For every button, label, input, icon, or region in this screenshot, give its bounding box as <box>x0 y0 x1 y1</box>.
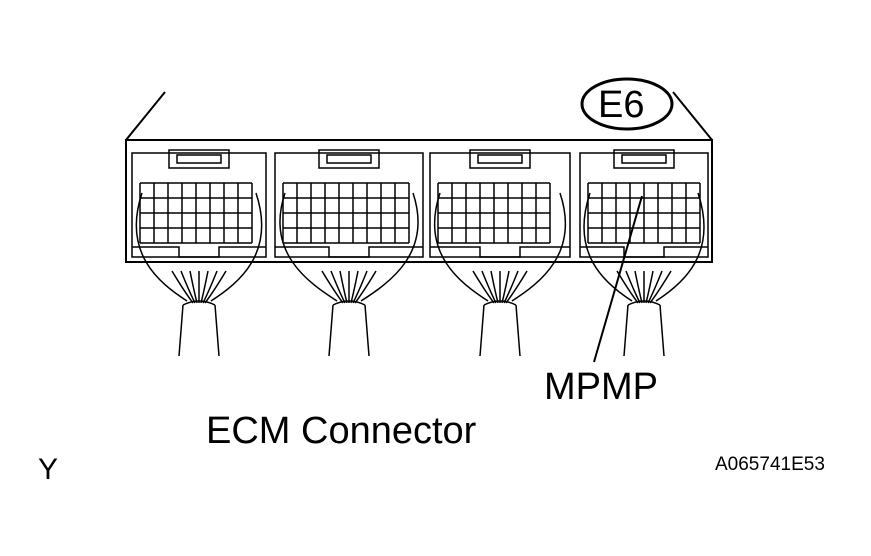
connector-block-4 <box>580 150 708 257</box>
connector-id-label: E6 <box>598 84 645 126</box>
wire-harness-3 <box>435 193 566 356</box>
e6-callout-oval <box>582 79 672 129</box>
corner-mark: Y <box>38 453 59 486</box>
figure-reference: A065741E53 <box>715 454 825 475</box>
mpmp-leader-line <box>594 196 642 362</box>
connector-name-label: ECM Connector <box>206 410 477 452</box>
terminal-label-mpmp: MPMP <box>544 366 658 408</box>
wire-harness-2 <box>280 193 418 356</box>
connector-block-3 <box>430 150 570 257</box>
connector-housing <box>126 92 712 262</box>
wire-harness-1 <box>136 193 261 356</box>
connector-block-2 <box>275 150 423 257</box>
connector-block-1 <box>132 150 266 257</box>
